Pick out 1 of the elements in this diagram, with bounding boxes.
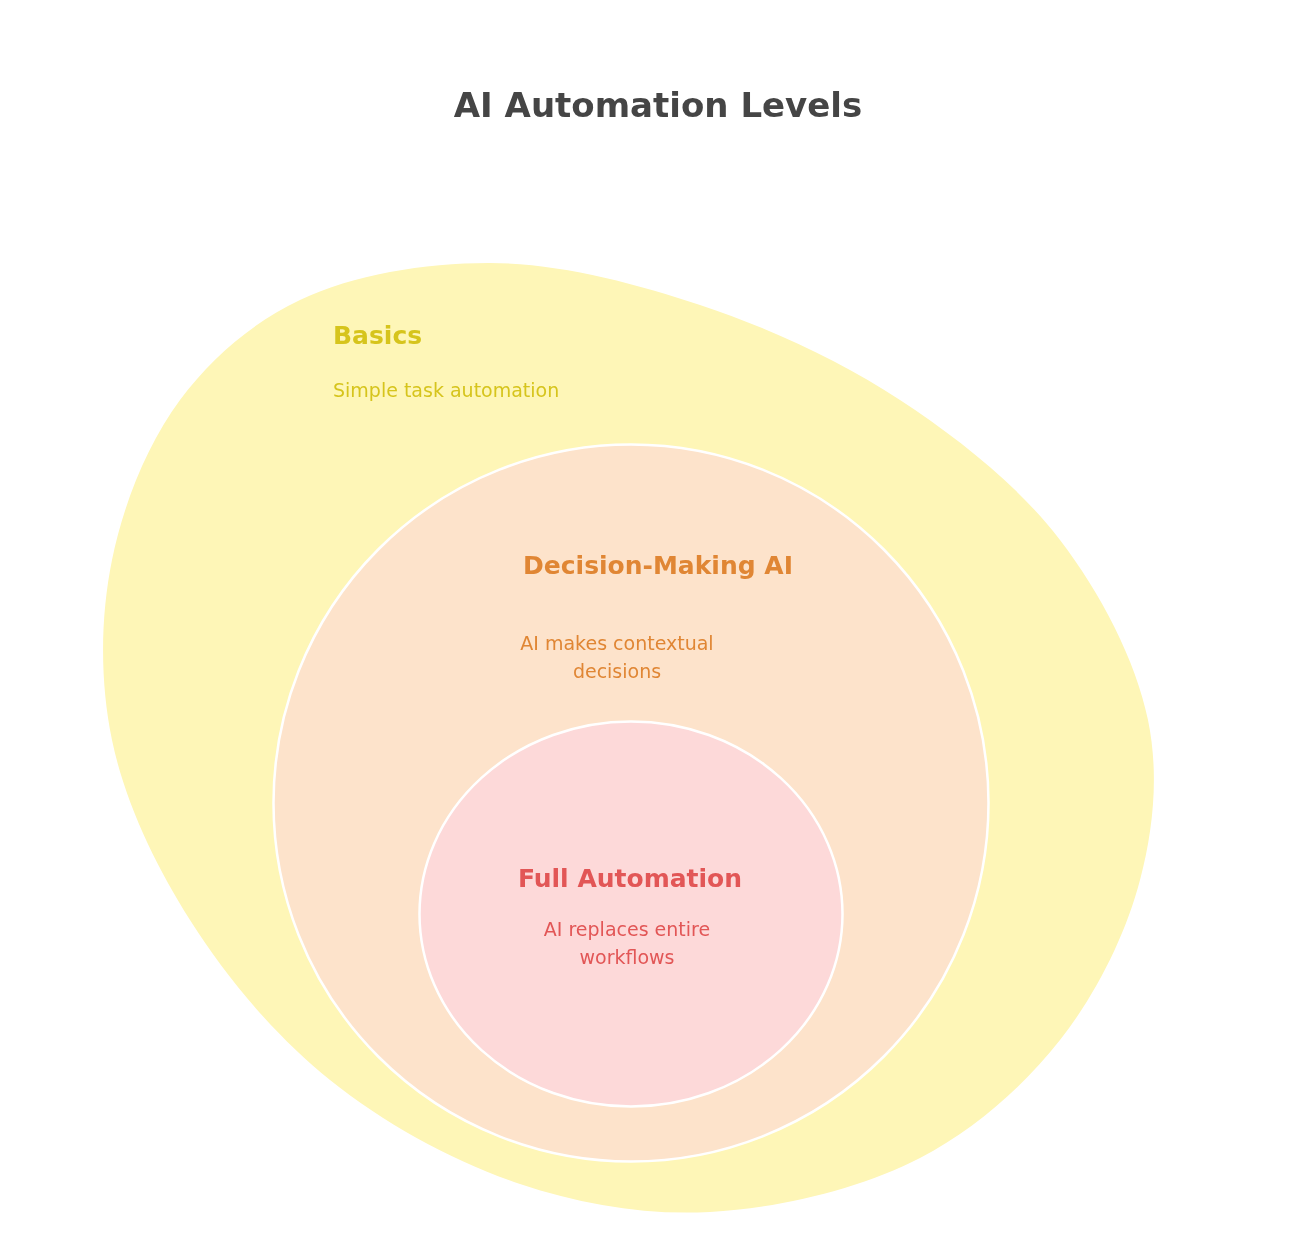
diagram-title: AI Automation Levels [453, 85, 863, 125]
